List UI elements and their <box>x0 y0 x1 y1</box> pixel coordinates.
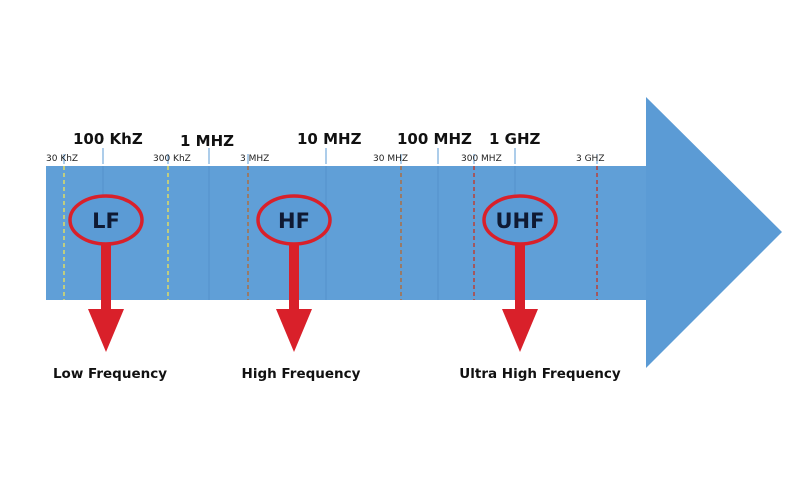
boundary-label-30khz: 30 KhZ <box>46 154 78 164</box>
spectrum-arrow <box>46 97 782 368</box>
pointer-stem-hf <box>289 242 299 310</box>
band-marker-uhf: UHF Ultra High Frequency <box>459 194 621 382</box>
top-label-100mhz: 100 MHZ <box>397 130 472 148</box>
band-abbr-hf: HF <box>278 209 310 233</box>
boundary-label-3mhz: 3 MHZ <box>240 154 269 164</box>
boundary-label-300khz: 300 KhZ <box>153 154 191 164</box>
top-label-1mhz: 1 MHZ <box>180 132 234 150</box>
band-abbr-lf: LF <box>92 209 120 233</box>
boundary-label-3ghz: 3 GHZ <box>576 154 605 164</box>
band-circle-lf <box>68 194 144 246</box>
band-caption-lf: Low Frequency <box>53 366 167 382</box>
pointer-head-hf <box>276 309 312 352</box>
band-abbr-uhf: UHF <box>496 209 545 233</box>
band-caption-hf: High Frequency <box>242 366 361 382</box>
top-tick-marks <box>63 148 598 164</box>
band-marker-lf: LF Low Frequency <box>53 194 167 382</box>
top-label-10mhz: 10 MHZ <box>297 130 362 148</box>
boundary-label-30mhz: 30 MHZ <box>373 154 408 164</box>
band-caption-uhf: Ultra High Frequency <box>459 366 621 382</box>
pointer-stem-uhf <box>515 242 525 310</box>
pointer-head-lf <box>88 309 124 352</box>
band-marker-hf: HF High Frequency <box>242 194 361 382</box>
top-label-1ghz: 1 GHZ <box>489 130 541 148</box>
boundary-label-300mhz: 300 MHZ <box>461 154 502 164</box>
pointer-head-uhf <box>502 309 538 352</box>
band-boundaries <box>63 166 598 300</box>
band-circle-hf <box>256 194 332 246</box>
top-label-100khz: 100 KhZ <box>73 130 143 148</box>
band-circle-uhf <box>482 194 558 246</box>
pointer-stem-lf <box>101 242 111 310</box>
